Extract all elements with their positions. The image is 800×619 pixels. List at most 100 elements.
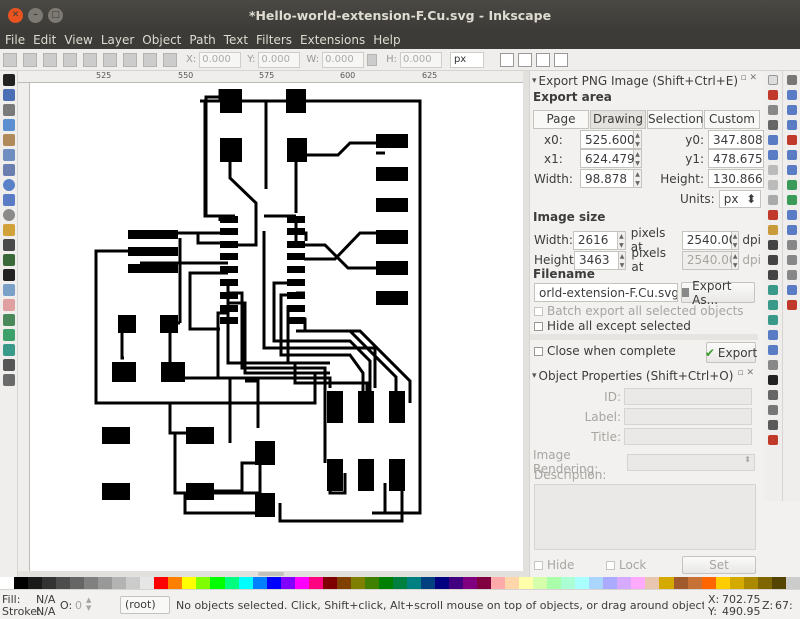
paste-icon[interactable]: [768, 225, 778, 235]
palette-swatch[interactable]: [70, 577, 84, 589]
stroke-value[interactable]: N/A: [36, 605, 55, 618]
palette-swatch[interactable]: [42, 577, 56, 589]
unit-select[interactable]: px: [450, 52, 484, 68]
text-tool-icon[interactable]: [3, 269, 15, 281]
palette-swatch[interactable]: [716, 577, 730, 589]
fill-stroke-icon[interactable]: [768, 360, 778, 370]
palette-swatch[interactable]: [744, 577, 758, 589]
clone-icon[interactable]: [768, 300, 778, 310]
palette-swatch[interactable]: [253, 577, 267, 589]
snap-cusp-icon[interactable]: [787, 180, 797, 190]
zoom-drawing-icon[interactable]: [768, 255, 778, 265]
collapse-icon-2[interactable]: ▾: [532, 371, 537, 381]
snap-midpoint-icon[interactable]: [787, 210, 797, 220]
ungroup-icon[interactable]: [768, 345, 778, 355]
palette-swatch[interactable]: [730, 577, 744, 589]
palette-swatch[interactable]: [674, 577, 688, 589]
export-button[interactable]: ✔ Export: [706, 342, 756, 363]
gradient-tool-icon[interactable]: [3, 329, 15, 341]
area-width-spin[interactable]: ▲▼: [634, 169, 642, 188]
menu-path[interactable]: Path: [186, 33, 220, 47]
palette-swatch[interactable]: [210, 577, 224, 589]
move-gradients-icon[interactable]: [536, 53, 550, 67]
menu-text[interactable]: Text: [221, 33, 253, 47]
zoom-value[interactable]: 67:: [775, 599, 793, 612]
text-font-icon[interactable]: [768, 375, 778, 385]
import-icon[interactable]: [768, 135, 778, 145]
panel-controls-icon[interactable]: ▫ ✕: [740, 73, 757, 83]
menu-object[interactable]: Object: [139, 33, 186, 47]
palette-swatch[interactable]: [28, 577, 42, 589]
duplicate-icon[interactable]: [768, 285, 778, 295]
x-input[interactable]: 0.000: [199, 52, 241, 68]
palette-swatch[interactable]: [603, 577, 617, 589]
eraser-tool-icon[interactable]: [3, 299, 15, 311]
menu-filters[interactable]: Filters: [253, 33, 297, 47]
snap-bbox-icon[interactable]: [787, 90, 797, 100]
export-as-button[interactable]: Export As...: [681, 282, 755, 303]
palette-swatch[interactable]: [631, 577, 645, 589]
snap-nodes-icon[interactable]: [787, 135, 797, 145]
palette-swatch[interactable]: [267, 577, 281, 589]
palette-swatch[interactable]: [112, 577, 126, 589]
select-all-layers-icon[interactable]: [23, 53, 37, 67]
tab-drawing[interactable]: Drawing: [590, 110, 646, 129]
palette-swatch[interactable]: [659, 577, 673, 589]
xml-editor-icon[interactable]: [768, 405, 778, 415]
snap-bbox-edge-icon[interactable]: [787, 105, 797, 115]
dropper-tool-icon[interactable]: [3, 359, 15, 371]
rotate-ccw-icon[interactable]: [63, 53, 77, 67]
palette-swatch[interactable]: [365, 577, 379, 589]
units-select[interactable]: px ⬍: [719, 190, 761, 208]
copy-icon[interactable]: [768, 195, 778, 205]
menu-extensions[interactable]: Extensions: [297, 33, 370, 47]
3dbox-tool-icon[interactable]: [3, 164, 15, 176]
measure-tool-icon[interactable]: [3, 134, 15, 146]
palette-swatch[interactable]: [182, 577, 196, 589]
snap-toggle-icon[interactable]: [787, 75, 797, 85]
calligraphy-tool-icon[interactable]: [3, 254, 15, 266]
opacity-value[interactable]: 0: [75, 599, 82, 612]
palette-swatch[interactable]: [575, 577, 589, 589]
palette-swatch[interactable]: [154, 577, 168, 589]
layers-icon[interactable]: [768, 390, 778, 400]
img-height-spin[interactable]: ▲▼: [619, 251, 627, 270]
lower-icon[interactable]: [163, 53, 177, 67]
x0-input[interactable]: 525.600: [580, 130, 634, 149]
palette-swatch[interactable]: [0, 577, 14, 589]
move-patterns-icon[interactable]: [554, 53, 568, 67]
x1-spin[interactable]: ▲▼: [634, 149, 642, 168]
palette-swatch[interactable]: [323, 577, 337, 589]
layer-select[interactable]: (root): [120, 596, 170, 614]
palette-swatch[interactable]: [463, 577, 477, 589]
panel-controls-icon-2[interactable]: ▫ ✕: [737, 368, 754, 378]
tab-selection[interactable]: Selection: [647, 110, 703, 129]
palette-swatch[interactable]: [491, 577, 505, 589]
snap-text-baseline-icon[interactable]: [787, 255, 797, 265]
snap-page-icon[interactable]: [787, 270, 797, 280]
palette-swatch[interactable]: [505, 577, 519, 589]
palette-swatch[interactable]: [547, 577, 561, 589]
palette-swatch[interactable]: [140, 577, 154, 589]
drawing-canvas[interactable]: [30, 83, 523, 571]
area-height-input[interactable]: 130.866: [708, 169, 764, 188]
align-icon[interactable]: [768, 420, 778, 430]
palette-swatch[interactable]: [351, 577, 365, 589]
menu-help[interactable]: Help: [370, 33, 405, 47]
palette-swatch[interactable]: [84, 577, 98, 589]
new-icon[interactable]: [768, 75, 778, 85]
palette-swatch[interactable]: [645, 577, 659, 589]
palette-swatch[interactable]: [449, 577, 463, 589]
palette-swatch[interactable]: [477, 577, 491, 589]
palette-swatch[interactable]: [196, 577, 210, 589]
palette-swatch[interactable]: [617, 577, 631, 589]
hide-all-checkbox[interactable]: [534, 322, 543, 331]
pencil-tool-icon[interactable]: [3, 224, 15, 236]
w-input[interactable]: 0.000: [322, 52, 364, 68]
group-icon[interactable]: [768, 330, 778, 340]
palette-swatch[interactable]: [393, 577, 407, 589]
snap-path-icon[interactable]: [787, 150, 797, 160]
menu-view[interactable]: View: [61, 33, 97, 47]
zoom-tool-icon[interactable]: [3, 119, 15, 131]
palette-swatch[interactable]: [519, 577, 533, 589]
